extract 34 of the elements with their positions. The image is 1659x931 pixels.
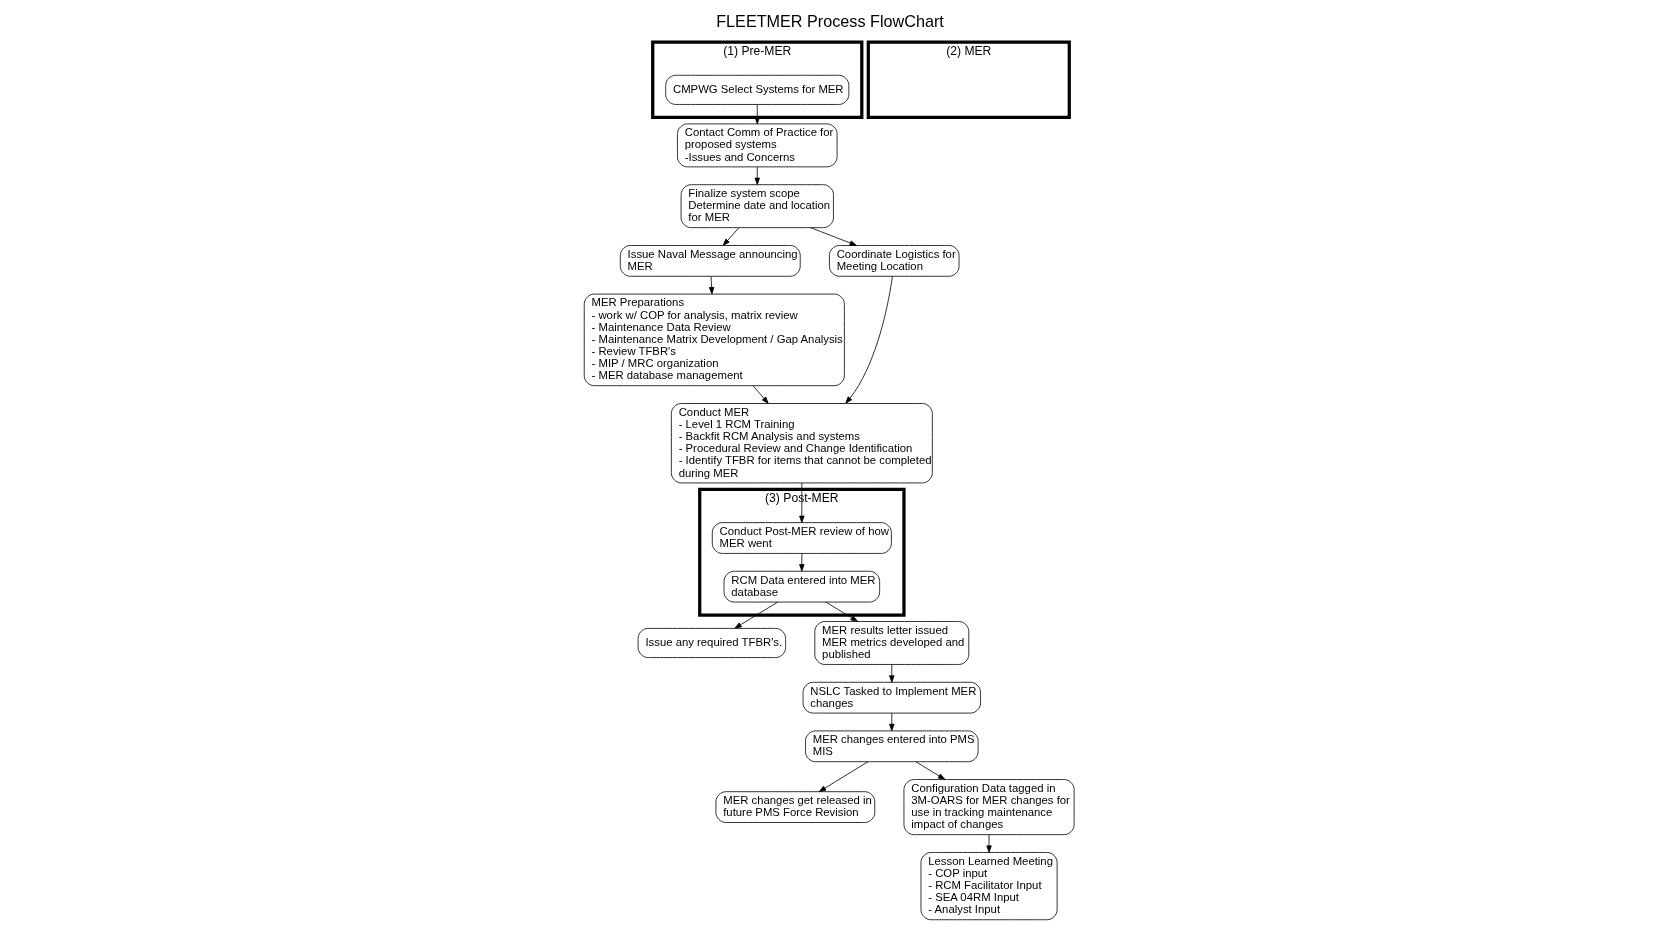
node-box: Conduct MER - Level 1 RCM Training - Backfit RCM Analysis and systems - Procedural Review and Change Identification - Identify TFBR for items that cannot be completed during MER <box>670 403 933 484</box>
diagram-title: FLEETMER Process FlowChart <box>715 12 944 31</box>
node-box: Issue any required TFBR's. <box>637 628 786 658</box>
arrow <box>888 712 894 732</box>
node-box: Contact Comm of Practice for proposed systems -Issues and Concerns <box>676 123 837 168</box>
node-box: MER Preparations - work w/ COP for analysis, matrix review - Maintenance Data Review - Maintenance Matrix Development / Gap Analysis - Review TFBR's - MIP / MRC organization - MER database management <box>583 293 845 387</box>
arrow <box>809 227 857 246</box>
node-box: NSLC Tasked to Implement MER changes <box>802 681 981 714</box>
node-box: CMPWG Select Systems for MER <box>664 74 849 105</box>
arrow <box>708 276 714 295</box>
arrow <box>754 166 760 185</box>
arrow <box>754 104 760 125</box>
node-box: Conduct Post-MER review of how MER went <box>711 522 892 554</box>
node-box: Issue Naval Message announcing MER <box>619 245 801 277</box>
node-box: Finalize system scope Determine date and location for MER <box>680 184 834 229</box>
node-box: (2) MER <box>866 40 1071 120</box>
arrow <box>888 664 894 683</box>
node-box: MER changes entered into PMS MIS <box>804 730 978 763</box>
arrow <box>914 761 945 780</box>
node-box: MER changes get released in future PMS Force Revision <box>715 791 875 823</box>
arrow <box>733 601 778 629</box>
arrow <box>844 275 893 404</box>
arrow <box>798 553 804 572</box>
arrow <box>752 385 769 404</box>
arrow <box>722 227 739 246</box>
node-box: MER results letter issued MER metrics developed and published <box>813 621 969 665</box>
node-box: Coordinate Logistics for Meeting Location <box>828 245 959 277</box>
node-box: RCM Data entered into MER database <box>723 570 880 603</box>
arrow <box>798 482 804 523</box>
arrow <box>985 834 992 853</box>
node-box: Lesson Learned Meeting - COP input - RCM Facilitator Input - SEA 04RM Input - Analyst Input <box>920 852 1058 921</box>
arrow <box>825 601 858 622</box>
node-box: Configuration Data tagged in 3M-OARS for MER changes for use in tracking maintenance impact of changes <box>903 779 1075 836</box>
arrow <box>818 761 868 793</box>
